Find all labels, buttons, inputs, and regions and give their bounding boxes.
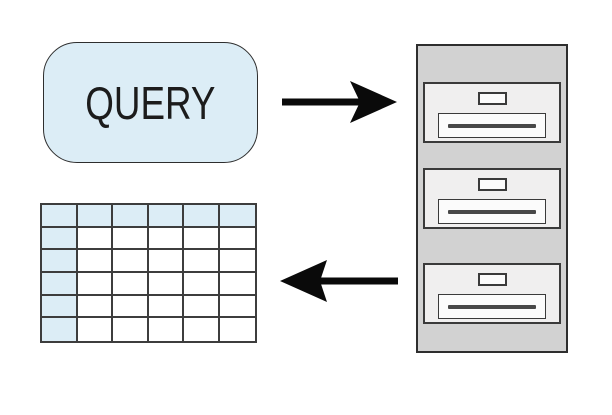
table-header-cell [113,205,149,228]
table-cell [148,250,184,273]
table-cell [77,318,113,341]
drawer-label-plate [477,178,507,191]
table-cell [77,272,113,296]
table-cell [113,318,149,341]
table-cell [113,250,149,273]
table-cell [42,272,78,296]
filing-cabinet [416,44,568,353]
table-cell [219,227,255,251]
table-cell [113,295,149,319]
table-cell [77,295,113,319]
table-cell [113,272,149,296]
table-header-cell [148,205,184,228]
drawer-handle [438,113,546,138]
drawer-handle [438,294,546,319]
table-cell [148,295,184,319]
arrow-left-icon [280,260,398,302]
cabinet-drawer [423,82,561,143]
results-table [40,203,257,343]
table-header-cell [42,205,78,228]
table-cell [219,272,255,296]
table-cell [77,227,113,251]
table-cell [42,227,78,251]
drawer-handle-bar [448,304,536,309]
table-cell [219,250,255,273]
table-cell [113,227,149,251]
drawer-handle-bar [448,209,536,214]
table-cell [42,295,78,319]
table-cell [42,318,78,341]
drawer-label-plate [477,273,507,286]
drawer-handle [438,199,546,224]
table-cell [77,250,113,273]
table-cell [219,318,255,341]
cabinet-drawer [423,168,561,229]
query-node: QUERY [43,42,258,163]
table-cell [184,272,220,296]
table-cell [148,272,184,296]
table-header-cell [219,205,255,228]
table-cell [148,318,184,341]
table-cell [219,295,255,319]
table-header-cell [184,205,220,228]
table-header-cell [77,205,113,228]
query-node-label: QUERY [85,76,216,129]
drawer-label-plate [477,92,507,105]
table-cell [184,318,220,341]
drawer-handle-bar [448,123,536,128]
table-cell [184,295,220,319]
table-cell [184,227,220,251]
arrow-right-icon [282,81,397,123]
table-cell [42,250,78,273]
table-cell [148,227,184,251]
table-cell [184,250,220,273]
cabinet-drawer [423,263,561,324]
